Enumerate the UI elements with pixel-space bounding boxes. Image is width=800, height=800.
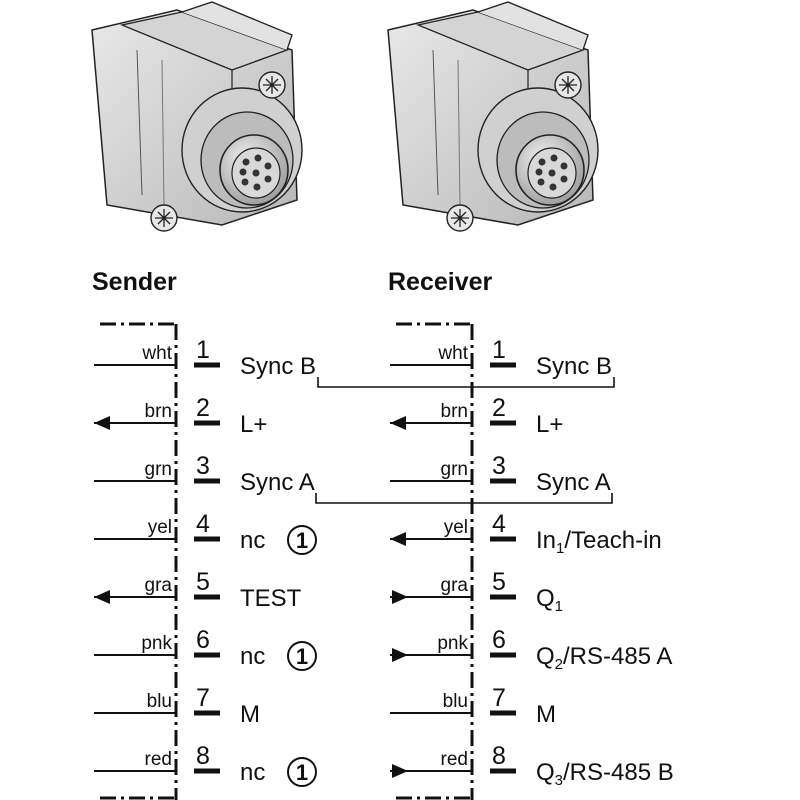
pin-number: 8 (196, 742, 210, 770)
sender-pin-row-2: brn 2L+ (94, 394, 267, 438)
signal-label: Sync B (536, 353, 612, 380)
signal-label: Sync A (240, 469, 315, 496)
pin-number: 7 (196, 684, 210, 712)
wire-color-label: blu (147, 691, 172, 712)
wire-color-label: red (441, 749, 468, 770)
wire-color-label: red (145, 749, 172, 770)
pin-number: 5 (492, 568, 506, 596)
pin-number: 5 (196, 568, 210, 596)
pin-number: 7 (492, 684, 506, 712)
signal-label: nc (240, 643, 265, 670)
pin-number: 1 (196, 336, 210, 364)
sender-pin-row-8: red 8 nc 1 (94, 742, 317, 787)
signal-label: nc (240, 759, 265, 786)
signal-label: Q3/RS-485 B (536, 759, 674, 789)
wire-color-label: pnk (141, 633, 172, 654)
arrow-out-icon (392, 764, 408, 778)
signal-label: In1/Teach-in (536, 527, 662, 557)
wire-color-label: wht (141, 343, 172, 364)
arrow-in-icon (390, 532, 406, 546)
note-marker-icon (287, 525, 317, 555)
arrow-in-icon (390, 416, 406, 430)
link-sync-a (315, 493, 613, 504)
signal-label: M (536, 701, 556, 728)
pin-number: 8 (492, 742, 506, 770)
wire-color-label: grn (441, 459, 468, 480)
signal-label: L+ (536, 411, 563, 438)
wire-color-label: yel (148, 517, 172, 538)
signal-label: Q1 (536, 585, 563, 615)
pin-number: 3 (492, 452, 506, 480)
pin-number: 4 (492, 510, 506, 538)
sender-pin-row-6: pnk 6 nc 1 (94, 626, 317, 671)
link-sync-b (317, 377, 615, 388)
arrow-out-icon (392, 590, 408, 604)
wire-color-label: blu (443, 691, 468, 712)
pin-number: 2 (492, 394, 506, 422)
arrow-in-icon (94, 590, 110, 604)
signal-label: L+ (240, 411, 267, 438)
receiver-pin-row-8: red 8Q3/RS-485 B (390, 742, 674, 789)
wire-color-label: gra (145, 575, 173, 596)
link-line (315, 493, 613, 504)
pin-number: 2 (196, 394, 210, 422)
signal-label: M (240, 701, 260, 728)
wire-color-label: gra (441, 575, 469, 596)
signal-label: Sync B (240, 353, 316, 380)
receiver-pin-row-6: pnk 6Q2/RS-485 A (390, 626, 672, 673)
receiver-pin-row-5: gra 5Q1 (390, 568, 563, 615)
sender-title: Sender (92, 268, 177, 296)
note-marker-icon (287, 641, 317, 671)
wire-color-label: brn (441, 401, 468, 422)
pin-number: 1 (492, 336, 506, 364)
wire-color-label: yel (444, 517, 468, 538)
signal-label: Q2/RS-485 A (536, 643, 672, 673)
signal-label: nc (240, 527, 265, 554)
wire-color-label: brn (145, 401, 172, 422)
wire-color-label: grn (145, 459, 172, 480)
note-marker-icon (287, 757, 317, 787)
receiver-pin-row-2: brn 2L+ (390, 394, 563, 438)
pin-number: 4 (196, 510, 210, 538)
note-marker-number: 1 (296, 760, 308, 785)
signal-label: TEST (240, 585, 302, 612)
sender-pin-row-4: yel 4 nc 1 (94, 510, 317, 555)
receiver-title: Receiver (388, 268, 493, 296)
sender-pin-row-7: blu 7M (94, 684, 260, 728)
arrow-in-icon (94, 416, 110, 430)
note-marker-number: 1 (296, 644, 308, 669)
sender-connector-icon (91, 1, 303, 232)
pin-number: 6 (196, 626, 210, 654)
link-line (317, 377, 615, 388)
pin-number: 3 (196, 452, 210, 480)
wire-color-label: pnk (437, 633, 468, 654)
wire-color-label: wht (437, 343, 468, 364)
receiver-pin-row-7: blu 7M (390, 684, 556, 728)
arrow-out-icon (392, 648, 408, 662)
signal-label: Sync A (536, 469, 611, 496)
note-marker-number: 1 (296, 528, 308, 553)
pin-number: 6 (492, 626, 506, 654)
receiver-connector-icon (387, 1, 599, 232)
